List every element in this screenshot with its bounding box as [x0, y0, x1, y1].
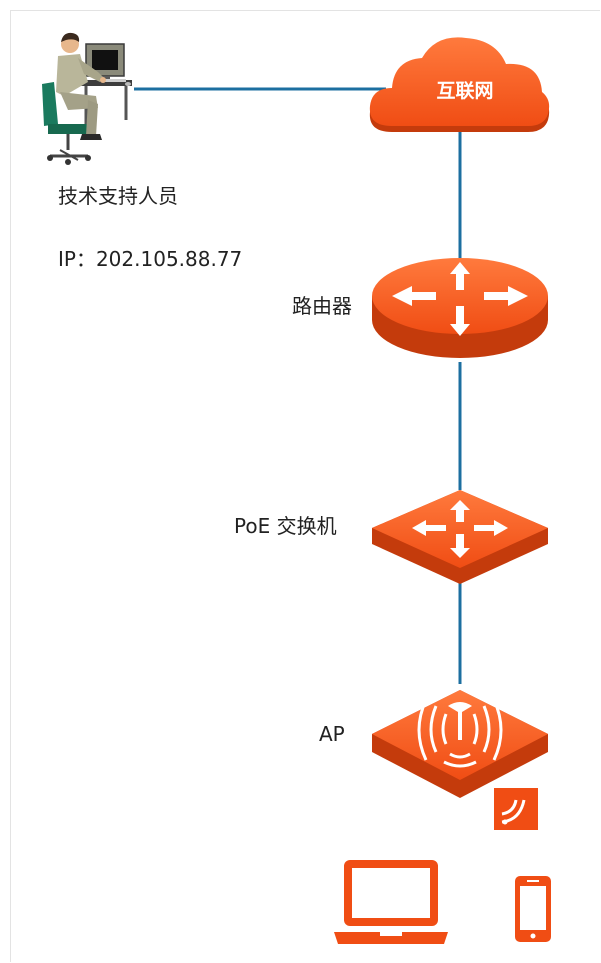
support-ip-label: IP：202.105.88.77: [58, 247, 243, 271]
poe-switch-label: PoE 交换机: [234, 514, 337, 538]
internet-label: 互联网: [436, 80, 494, 102]
poe-switch-icon: [372, 490, 548, 584]
access-point-icon: [372, 690, 548, 798]
ap-label: AP: [319, 722, 345, 746]
internet-cloud-icon: [369, 37, 550, 132]
router-label: 路由器: [292, 294, 352, 318]
router-icon: [372, 258, 548, 358]
smartphone-icon: [515, 876, 551, 942]
technician-icon: [42, 32, 132, 165]
support-staff-label: 技术支持人员: [58, 184, 178, 208]
wireless-signal-icon: [494, 788, 538, 830]
laptop-icon: [334, 860, 448, 944]
diagram-frame: [10, 10, 600, 962]
